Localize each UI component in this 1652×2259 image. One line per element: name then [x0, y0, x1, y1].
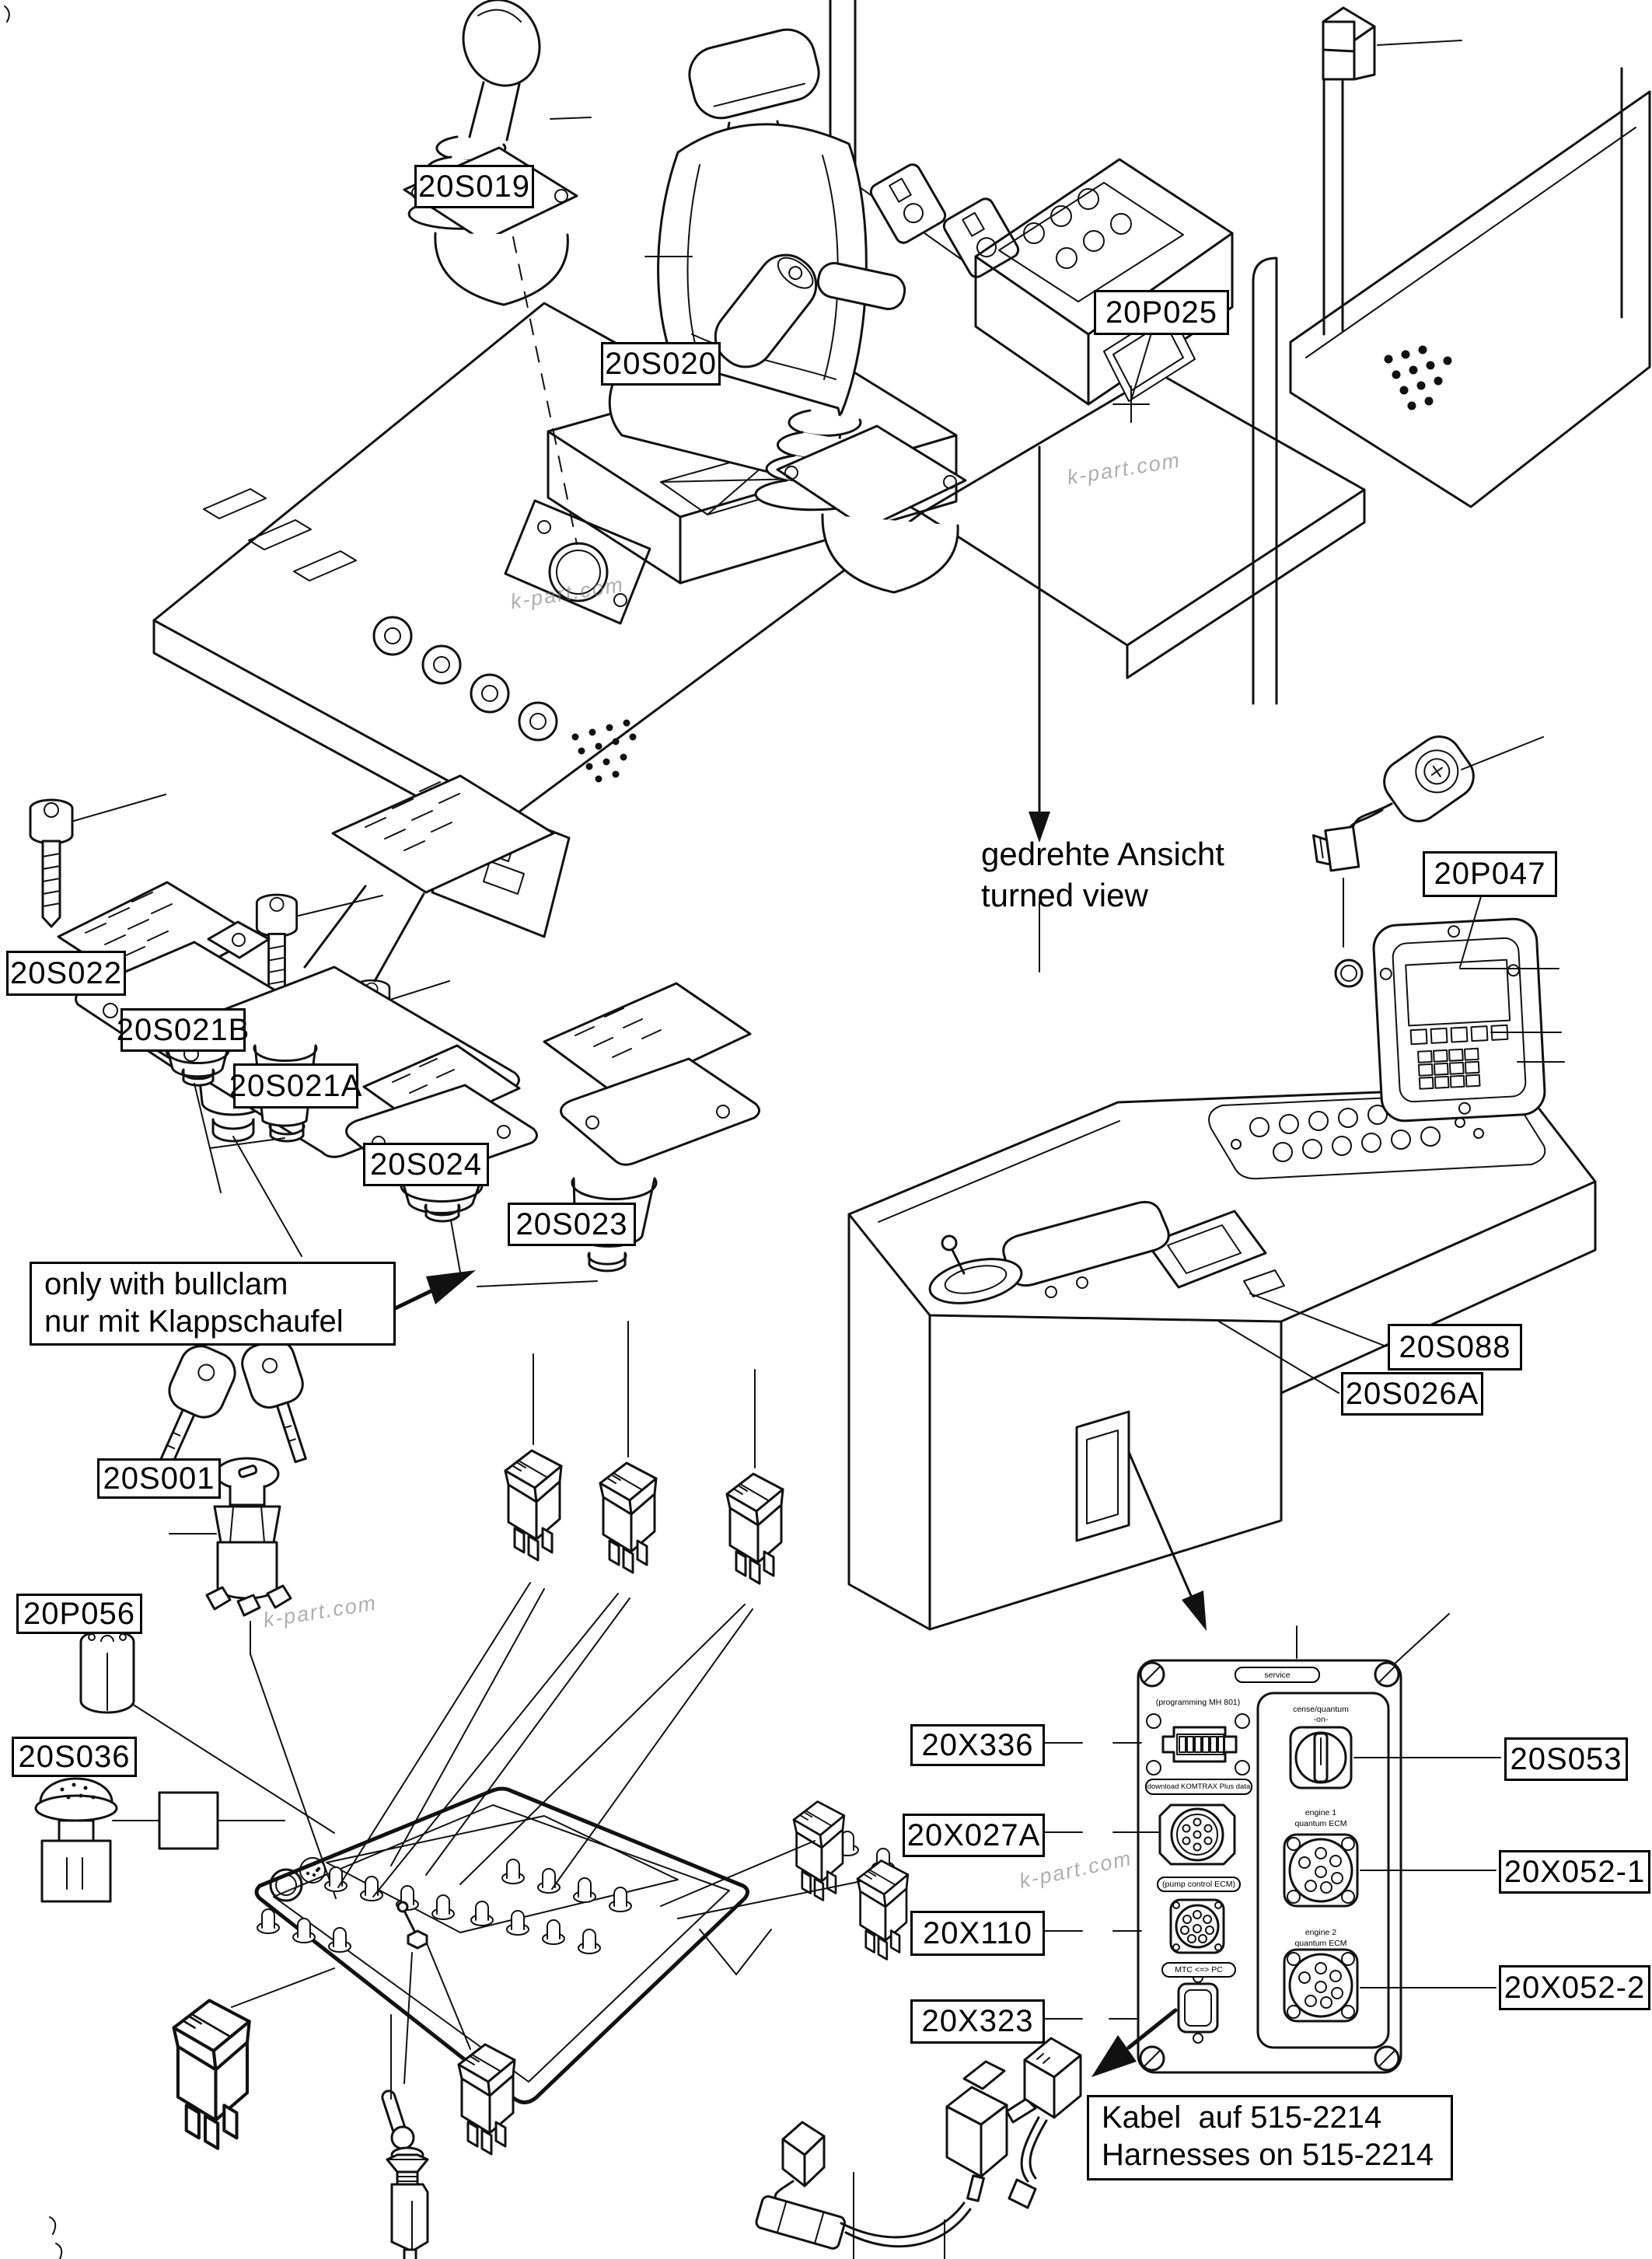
part-label-20S021B[interactable]: 20S021B: [117, 1008, 249, 1052]
speaker-holes: [1384, 345, 1452, 410]
part-label-20S021A[interactable]: 20S021A: [229, 1063, 361, 1109]
panel-label-engine2: engine 2: [1294, 1928, 1348, 1937]
connector-20X323: [1177, 1972, 1219, 2044]
panel-label-engine1: engine 1: [1294, 1808, 1348, 1817]
note-turned-view-de: gedrehte Ansicht: [981, 836, 1224, 872]
note-turned-view: gedrehte Ansicht turned view: [981, 833, 1224, 916]
part-label-20S026A[interactable]: 20S026A: [1341, 1372, 1483, 1416]
note-turned-view-en: turned view: [981, 877, 1148, 913]
panel-label-komtrax: (download KOMTRAX Plus data): [1145, 1779, 1252, 1795]
connector-20X110: [1169, 1898, 1225, 1954]
part-20P056-drawing: [79, 1629, 335, 1834]
panel-label-programming: (programming MH 801): [1149, 1696, 1247, 1709]
joystick-20S020: [644, 253, 967, 594]
part-label-20S001[interactable]: 20S001: [97, 1458, 221, 1499]
door-rocker-switch: [1322, 6, 1462, 81]
operator-seat: [608, 28, 906, 484]
switch-cluster: [49, 1321, 910, 2259]
part-label-20X052-2[interactable]: 20X052-2: [1499, 1965, 1650, 2010]
note-bullclam-en: only with bullclam: [44, 1267, 288, 1301]
note-bullclam-de: nur mit Klappschaufel: [44, 1304, 344, 1339]
floor-vents: [571, 719, 637, 783]
panel-label-cense-on: -on-: [1301, 1715, 1340, 1724]
part-label-20P056[interactable]: 20P056: [16, 1594, 142, 1634]
joystick-20S019: [403, 0, 592, 306]
part-label-20X336[interactable]: 20X336: [910, 1724, 1045, 1766]
connector-20X336: [1146, 1713, 1250, 1775]
part-label-20X027A[interactable]: 20X027A: [903, 1814, 1045, 1857]
cab-overview: [4, 0, 1651, 938]
part-20S036-drawing: [34, 1777, 285, 1903]
key-switch-group: [156, 1339, 337, 1899]
note-harness-en: Harnesses on 515-2214: [1102, 2138, 1434, 2172]
service-panel: [1043, 1613, 1501, 2077]
part-label-20S022[interactable]: 20S022: [6, 951, 126, 996]
connector-20X027A: [1158, 1803, 1236, 1866]
panel-label-engine1-ecm: quantum ECM: [1284, 1819, 1357, 1828]
panel-label-service: service: [1235, 1667, 1320, 1683]
part-label-20P047[interactable]: 20P047: [1423, 851, 1557, 897]
part-label-20X110[interactable]: 20X110: [910, 1911, 1045, 1956]
panel-screws: [1139, 1661, 1400, 2072]
connector-20X052-1: [1283, 1833, 1359, 1908]
floor-buttons: [372, 616, 558, 742]
microphone: [1312, 735, 1544, 948]
panel-label-engine2-ecm: quantum ECM: [1284, 1939, 1357, 1948]
part-label-20S036[interactable]: 20S036: [12, 1737, 137, 1777]
turned-console: [847, 445, 1597, 1631]
panel-label-cense-quantum: cense/quantum: [1277, 1704, 1365, 1714]
harness-assembly: [755, 2037, 1082, 2259]
connector-20X052-2: [1283, 1948, 1359, 2023]
monitor-20P047: [1372, 917, 1546, 1123]
part-label-20S024[interactable]: 20S024: [363, 1143, 489, 1186]
part-label-20S088[interactable]: 20S088: [1388, 1324, 1522, 1370]
panel-label-pump-ecm: (pump control ECM): [1157, 1877, 1241, 1892]
part-label-20X323[interactable]: 20X323: [910, 1999, 1045, 2044]
part-label-20S020[interactable]: 20S020: [601, 342, 721, 386]
panel-label-mtc-pc: MTC <=> PC: [1161, 1962, 1236, 1978]
rotary-20S053: [1289, 1726, 1353, 1789]
part-label-20P025[interactable]: 20P025: [1094, 290, 1229, 335]
part-label-20S023[interactable]: 20S023: [508, 1203, 636, 1246]
part-label-20S053[interactable]: 20S053: [1504, 1737, 1628, 1781]
part-label-20S019[interactable]: 20S019: [414, 165, 534, 208]
part-label-20X052-1[interactable]: 20X052-1: [1499, 1850, 1650, 1894]
note-harness-de: Kabel auf 515-2214: [1102, 2100, 1382, 2135]
